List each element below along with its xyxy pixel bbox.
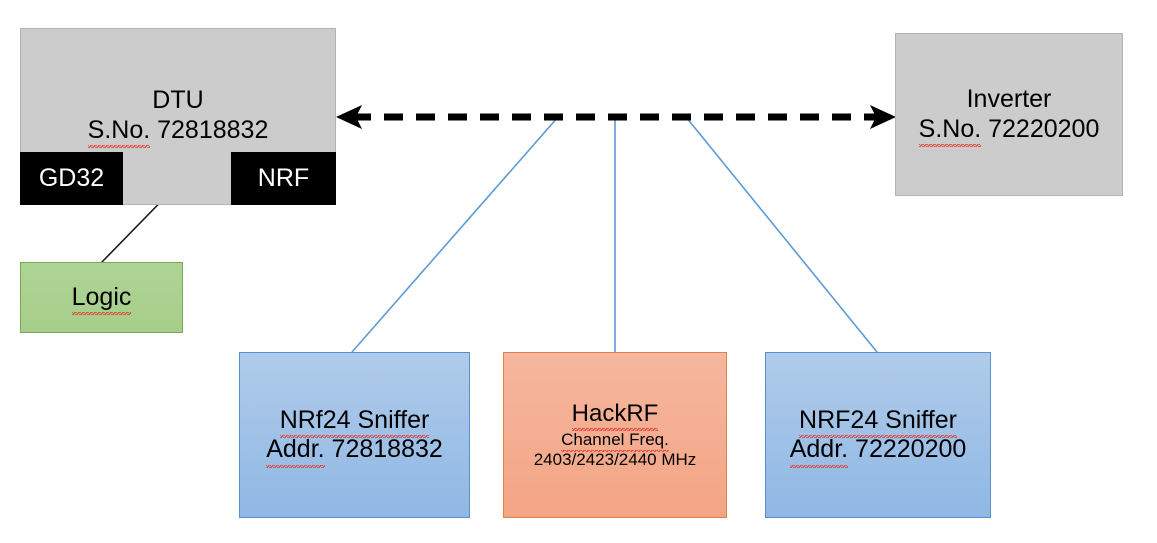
node-sniffer-right-addr-value: 72220200 xyxy=(855,435,967,463)
node-sniffer-right[interactable]: NRF24 Sniffer Addr. 72220200 xyxy=(765,352,991,518)
node-inverter-title: Inverter xyxy=(966,85,1052,113)
node-hackrf-channel-values: 2403/2423/2440 MHz xyxy=(533,450,697,470)
node-hackrf-channel-label: Channel Freq. xyxy=(561,430,669,453)
node-logic[interactable]: Logic xyxy=(20,262,183,333)
arrowhead-left-icon xyxy=(336,105,362,129)
node-logic-label: Logic xyxy=(71,282,132,315)
node-nrf-label: NRF xyxy=(257,163,310,192)
node-inverter-serial-value: 72220200 xyxy=(988,114,1100,143)
node-sniffer-right-addr: Addr. 72220200 xyxy=(789,435,967,467)
node-nrf[interactable]: NRF xyxy=(231,152,336,205)
node-dtu-serial-value: 72818832 xyxy=(157,115,269,144)
node-hackrf-title: HackRF xyxy=(571,399,659,432)
node-hackrf-channel-label-text: Channel Freq. xyxy=(561,430,669,453)
node-sniffer-left-title: NRf24 Sniffer xyxy=(279,405,430,438)
node-sniffer-left[interactable]: NRf24 Sniffer Addr. 72818832 xyxy=(239,352,470,518)
node-sniffer-left-addr: Addr. 72818832 xyxy=(266,435,443,467)
node-sniffer-left-title-text: NRf24 Sniffer xyxy=(279,405,430,438)
node-dtu-title: DTU xyxy=(152,86,204,114)
edge-sniffer-left-tap xyxy=(351,116,559,353)
edge-sniffer-right-tap xyxy=(685,116,878,353)
node-sniffer-right-title: NRF24 Sniffer xyxy=(799,405,957,438)
node-hackrf[interactable]: HackRF Channel Freq. 2403/2423/2440 MHz xyxy=(503,352,727,518)
node-gd32-label: GD32 xyxy=(38,163,105,192)
node-inverter-serial-prefix: S.No. xyxy=(918,114,982,147)
node-gd32[interactable]: GD32 xyxy=(20,152,123,205)
arrowhead-right-icon xyxy=(870,105,896,129)
node-dtu-serial-prefix: S.No. xyxy=(87,115,151,148)
node-hackrf-title-text: HackRF xyxy=(571,399,659,432)
node-sniffer-right-addr-prefix: Addr. xyxy=(789,435,849,467)
node-dtu-serial: S.No. 72818832 xyxy=(87,115,269,148)
node-sniffer-left-addr-value: 72818832 xyxy=(331,435,443,463)
node-inverter[interactable]: Inverter S.No. 72220200 xyxy=(895,33,1123,196)
node-sniffer-left-addr-prefix: Addr. xyxy=(266,435,325,467)
node-inverter-serial: S.No. 72220200 xyxy=(918,114,1100,147)
node-sniffer-right-title-text: NRF24 Sniffer xyxy=(799,405,957,438)
